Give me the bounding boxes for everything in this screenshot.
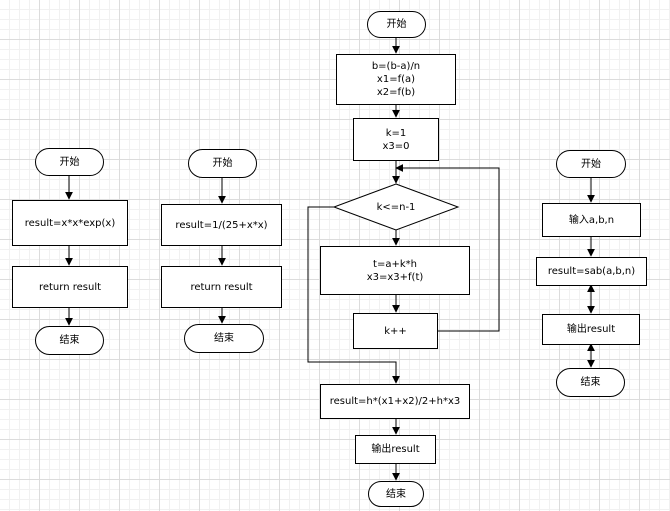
f4-start-terminal: 开始 (556, 150, 626, 178)
f3-process-result: result=h*(x1+x2)/2+h*x3 (320, 384, 470, 419)
decision-diamond (332, 183, 460, 231)
f3-process-increment: k++ (353, 313, 438, 349)
f3-start-terminal: 开始 (367, 11, 426, 38)
f2-process-return: return result (161, 266, 282, 308)
arrow-f3-cond-exit (307, 206, 400, 384)
f3-decision-label: k<=n-1 (376, 201, 416, 213)
f1-process-return: return result (12, 266, 128, 308)
f3-end-terminal: 结束 (368, 481, 424, 507)
f1-start-terminal: 开始 (35, 148, 104, 176)
f3-process-body: t=a+k*h x3=x3+f(t) (320, 246, 470, 295)
f3-process-loop-init: k=1 x3=0 (353, 118, 439, 161)
f4-process-call: result=sab(a,b,n) (536, 257, 647, 286)
f1-end-terminal: 结束 (35, 326, 104, 355)
f2-end-terminal: 结束 (184, 324, 264, 353)
f1-process-result: result=x*x*exp(x) (12, 200, 128, 246)
f2-start-terminal: 开始 (188, 149, 257, 178)
arrow-f3-loop-back (395, 164, 500, 332)
f4-input: 输入a,b,n (542, 203, 641, 237)
f2-process-result: result=1/(25+x*x) (161, 204, 282, 246)
f4-end-terminal: 结束 (556, 368, 625, 397)
f3-output: 输出result (355, 435, 436, 464)
f4-output: 输出result (542, 314, 640, 345)
f3-process-init: b=(b-a)/n x1=f(a) x2=f(b) (336, 54, 456, 105)
